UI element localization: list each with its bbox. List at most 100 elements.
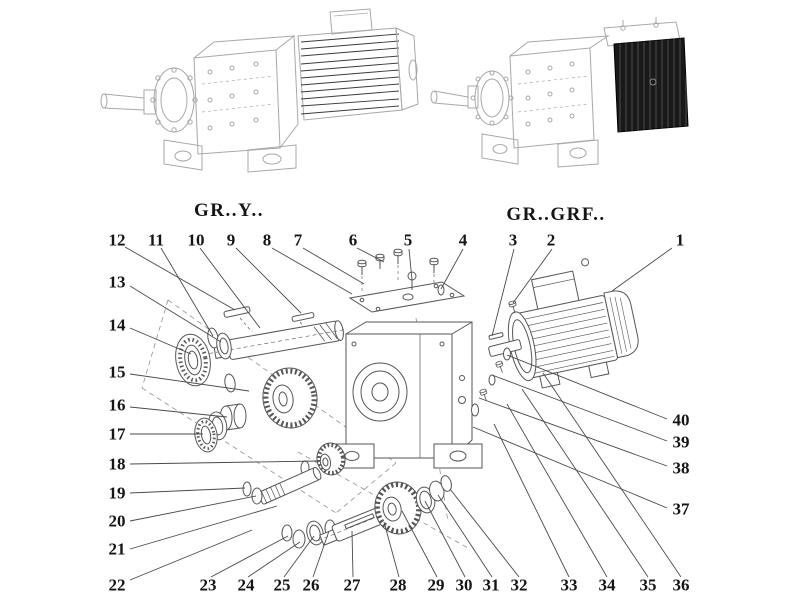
gr-y-motor <box>297 8 419 121</box>
callout-31: 31 <box>482 575 500 595</box>
gearbox-housing <box>329 321 483 469</box>
callout-34: 34 <box>598 575 616 595</box>
gr-grf-feet <box>481 133 599 168</box>
callout-12: 12 <box>108 230 126 250</box>
leader-line-14 <box>129 327 192 355</box>
leader-line-23 <box>210 535 289 578</box>
leader-line-34 <box>506 403 608 578</box>
leader-line-15 <box>129 373 250 392</box>
leader-line-40 <box>506 354 668 420</box>
gr-y-feet <box>163 139 297 173</box>
shaft-key-1 <box>223 306 251 318</box>
first-stage-gear <box>262 367 318 429</box>
title-gr-y: GR..Y.. <box>194 200 264 221</box>
leader-line-28 <box>383 521 400 578</box>
leader-line-36 <box>542 372 682 578</box>
callout-24: 24 <box>237 575 255 595</box>
callout-14: 14 <box>108 315 126 335</box>
washer <box>292 529 306 549</box>
leader-line-4 <box>440 248 464 290</box>
bearing-spacer <box>219 403 247 431</box>
callout-37: 37 <box>672 499 690 519</box>
leader-line-35 <box>521 388 649 578</box>
callout-13: 13 <box>108 272 126 292</box>
leader-line-11 <box>160 247 214 337</box>
gr-grf-fin-block <box>613 37 689 133</box>
leader-line-31 <box>437 494 493 578</box>
leader-line-37 <box>472 426 668 509</box>
leader-line-18 <box>129 460 319 465</box>
callout-9: 9 <box>226 230 236 250</box>
cover-bolt <box>429 257 439 274</box>
callout-23: 23 <box>199 575 217 595</box>
motor-eye-bolt <box>581 258 590 267</box>
callout-25: 25 <box>273 575 291 595</box>
ball-bearing-input <box>175 333 211 387</box>
cover-bolt <box>357 259 367 276</box>
callout-1: 1 <box>675 230 685 250</box>
callout-27: 27 <box>343 575 361 595</box>
callout-30: 30 <box>455 575 473 595</box>
callout-29: 29 <box>427 575 445 595</box>
leader-line-22 <box>129 529 253 581</box>
shaft-key-2 <box>291 312 315 322</box>
leader-line-1 <box>611 247 673 292</box>
inspection-cover <box>348 281 466 313</box>
leader-line-5 <box>408 248 413 281</box>
input-shaft-assembly <box>175 306 348 393</box>
gr-y-front-bell <box>150 67 198 133</box>
callout-16: 16 <box>108 395 126 415</box>
drawing-gr-grf <box>430 17 689 168</box>
leader-line-32 <box>449 488 520 578</box>
gr-grf-front-bell <box>470 70 514 126</box>
motor-mount-fasteners <box>471 347 511 417</box>
callout-33: 33 <box>560 575 578 595</box>
leader-line-8 <box>271 247 353 295</box>
callout-2: 2 <box>546 230 556 250</box>
callout-36: 36 <box>672 575 690 595</box>
pinion-shaft <box>257 466 322 505</box>
gr-y-motor-fins <box>300 33 400 115</box>
callout-5: 5 <box>403 230 413 250</box>
leader-line-19 <box>129 487 246 494</box>
first-stage-gear-cluster <box>194 367 318 453</box>
oil-seal <box>216 332 232 360</box>
leader-line-13 <box>129 285 222 343</box>
output-side-rings <box>415 475 452 514</box>
callout-3: 3 <box>508 230 518 250</box>
leader-line-20 <box>129 495 257 522</box>
gr-grf-fins <box>619 38 687 132</box>
callout-40: 40 <box>672 410 690 430</box>
leader-line-30 <box>424 500 466 578</box>
output-shaft-assembly <box>281 475 452 549</box>
leader-line-21 <box>129 505 278 550</box>
motor-key <box>488 332 504 340</box>
leader-line-29 <box>401 510 438 578</box>
callout-19: 19 <box>108 483 126 503</box>
motor <box>507 258 639 389</box>
callout-28: 28 <box>389 575 407 595</box>
callout-32: 32 <box>510 575 528 595</box>
leader-line-2 <box>512 248 553 304</box>
callout-8: 8 <box>262 230 272 250</box>
leader-line-39 <box>491 374 668 442</box>
washer <box>281 524 293 542</box>
motor-fins <box>521 302 615 374</box>
gr-grf-output-shaft <box>430 85 479 109</box>
ball-bearing-output <box>306 520 324 546</box>
title-gr-grf: GR..GRF.. <box>506 204 606 225</box>
gr-y-output-shaft <box>100 89 157 115</box>
callout-11: 11 <box>147 230 165 250</box>
callout-39: 39 <box>672 432 690 452</box>
leader-line-26 <box>312 530 330 578</box>
leader-line-9 <box>235 247 302 314</box>
leader-line-6 <box>356 247 385 263</box>
leader-line-24 <box>247 541 301 578</box>
housing-bore <box>352 362 408 422</box>
callout-6: 6 <box>348 230 358 250</box>
callout-10: 10 <box>187 230 205 250</box>
leader-line-12 <box>124 246 236 311</box>
callout-4: 4 <box>458 230 468 250</box>
leader-line-16 <box>129 406 228 418</box>
output-gear <box>374 481 422 535</box>
